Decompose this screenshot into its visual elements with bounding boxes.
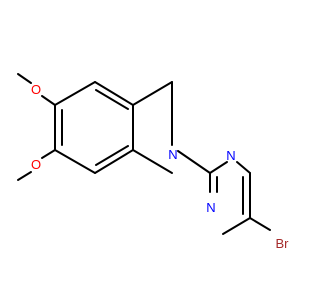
bond bbox=[236, 161, 251, 174]
molecule-structure: O O N N N Br bbox=[17, 73, 289, 251]
bond bbox=[132, 149, 173, 174]
bond bbox=[95, 89, 129, 110]
bond bbox=[41, 149, 56, 159]
bond bbox=[54, 149, 96, 174]
bonds bbox=[17, 73, 271, 235]
atom-labels: O O N N N Br bbox=[31, 82, 289, 251]
bond bbox=[17, 73, 32, 84]
atom-br: Br bbox=[276, 236, 290, 251]
bond bbox=[94, 81, 134, 106]
bond bbox=[209, 161, 228, 174]
bond bbox=[41, 95, 56, 106]
bond bbox=[249, 217, 271, 231]
bond bbox=[177, 150, 211, 174]
atom-o-top: O bbox=[31, 82, 41, 97]
atom-n-pyrimidine-bottom: N bbox=[206, 200, 215, 215]
bond bbox=[95, 145, 129, 166]
bond bbox=[132, 81, 173, 106]
atom-n-ring: N bbox=[168, 147, 177, 162]
bond bbox=[94, 149, 134, 174]
bond bbox=[54, 81, 96, 106]
bond bbox=[222, 217, 251, 235]
atom-n-pyrimidine-top: N bbox=[226, 148, 235, 163]
bond bbox=[17, 171, 32, 181]
atom-o-bottom: O bbox=[31, 157, 41, 172]
